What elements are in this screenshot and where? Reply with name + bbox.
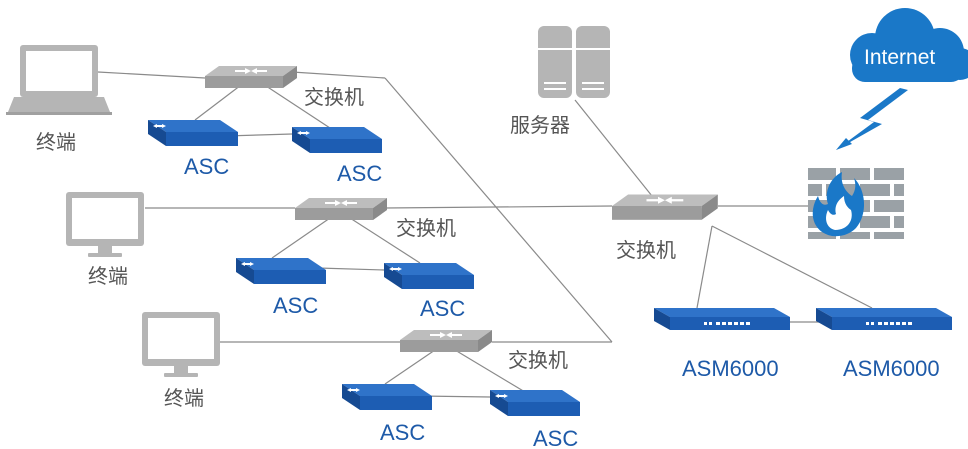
switch-label: 交换机 — [616, 238, 676, 262]
server-label: 服务器 — [510, 113, 570, 137]
server-icon — [538, 26, 610, 98]
asc-device-icon — [384, 263, 474, 289]
lightning-icon — [836, 88, 908, 150]
terminal-label: 终端 — [36, 130, 76, 154]
asc-device-icon — [490, 390, 580, 416]
asm-label: ASM6000 — [843, 356, 940, 381]
asc-device-icon — [236, 258, 326, 284]
monitor-icon — [66, 192, 144, 257]
firewall-icon — [808, 168, 904, 239]
asc-label: ASC — [380, 420, 426, 445]
cloud-icon — [850, 8, 968, 82]
monitor-icon — [142, 312, 220, 377]
asc-device-icon — [292, 127, 382, 153]
terminal-label: 终端 — [164, 386, 204, 410]
asm-appliance-icon — [654, 308, 790, 330]
switch-icon — [612, 194, 718, 220]
switch-label: 交换机 — [508, 348, 568, 372]
asc-label: ASC — [184, 154, 230, 179]
laptop-icon — [6, 45, 112, 115]
switch-icon — [400, 330, 492, 352]
asc-label: ASC — [420, 296, 466, 321]
asc-label: ASC — [533, 426, 579, 449]
flame-icon — [812, 172, 865, 237]
switch-label: 交换机 — [396, 216, 456, 240]
internet-label: Internet — [864, 46, 936, 69]
switch-icon — [295, 198, 387, 220]
asc-label: ASC — [273, 293, 319, 318]
asc-device-icon — [342, 384, 432, 410]
terminal-label: 终端 — [88, 264, 128, 288]
switch-icon — [205, 66, 297, 88]
switch-label: 交换机 — [304, 85, 364, 109]
asc-device-icon — [148, 120, 238, 146]
connection-lines — [97, 71, 873, 398]
asm-appliance-icon — [816, 308, 952, 330]
asm-label: ASM6000 — [682, 356, 779, 381]
asc-label: ASC — [337, 161, 383, 186]
